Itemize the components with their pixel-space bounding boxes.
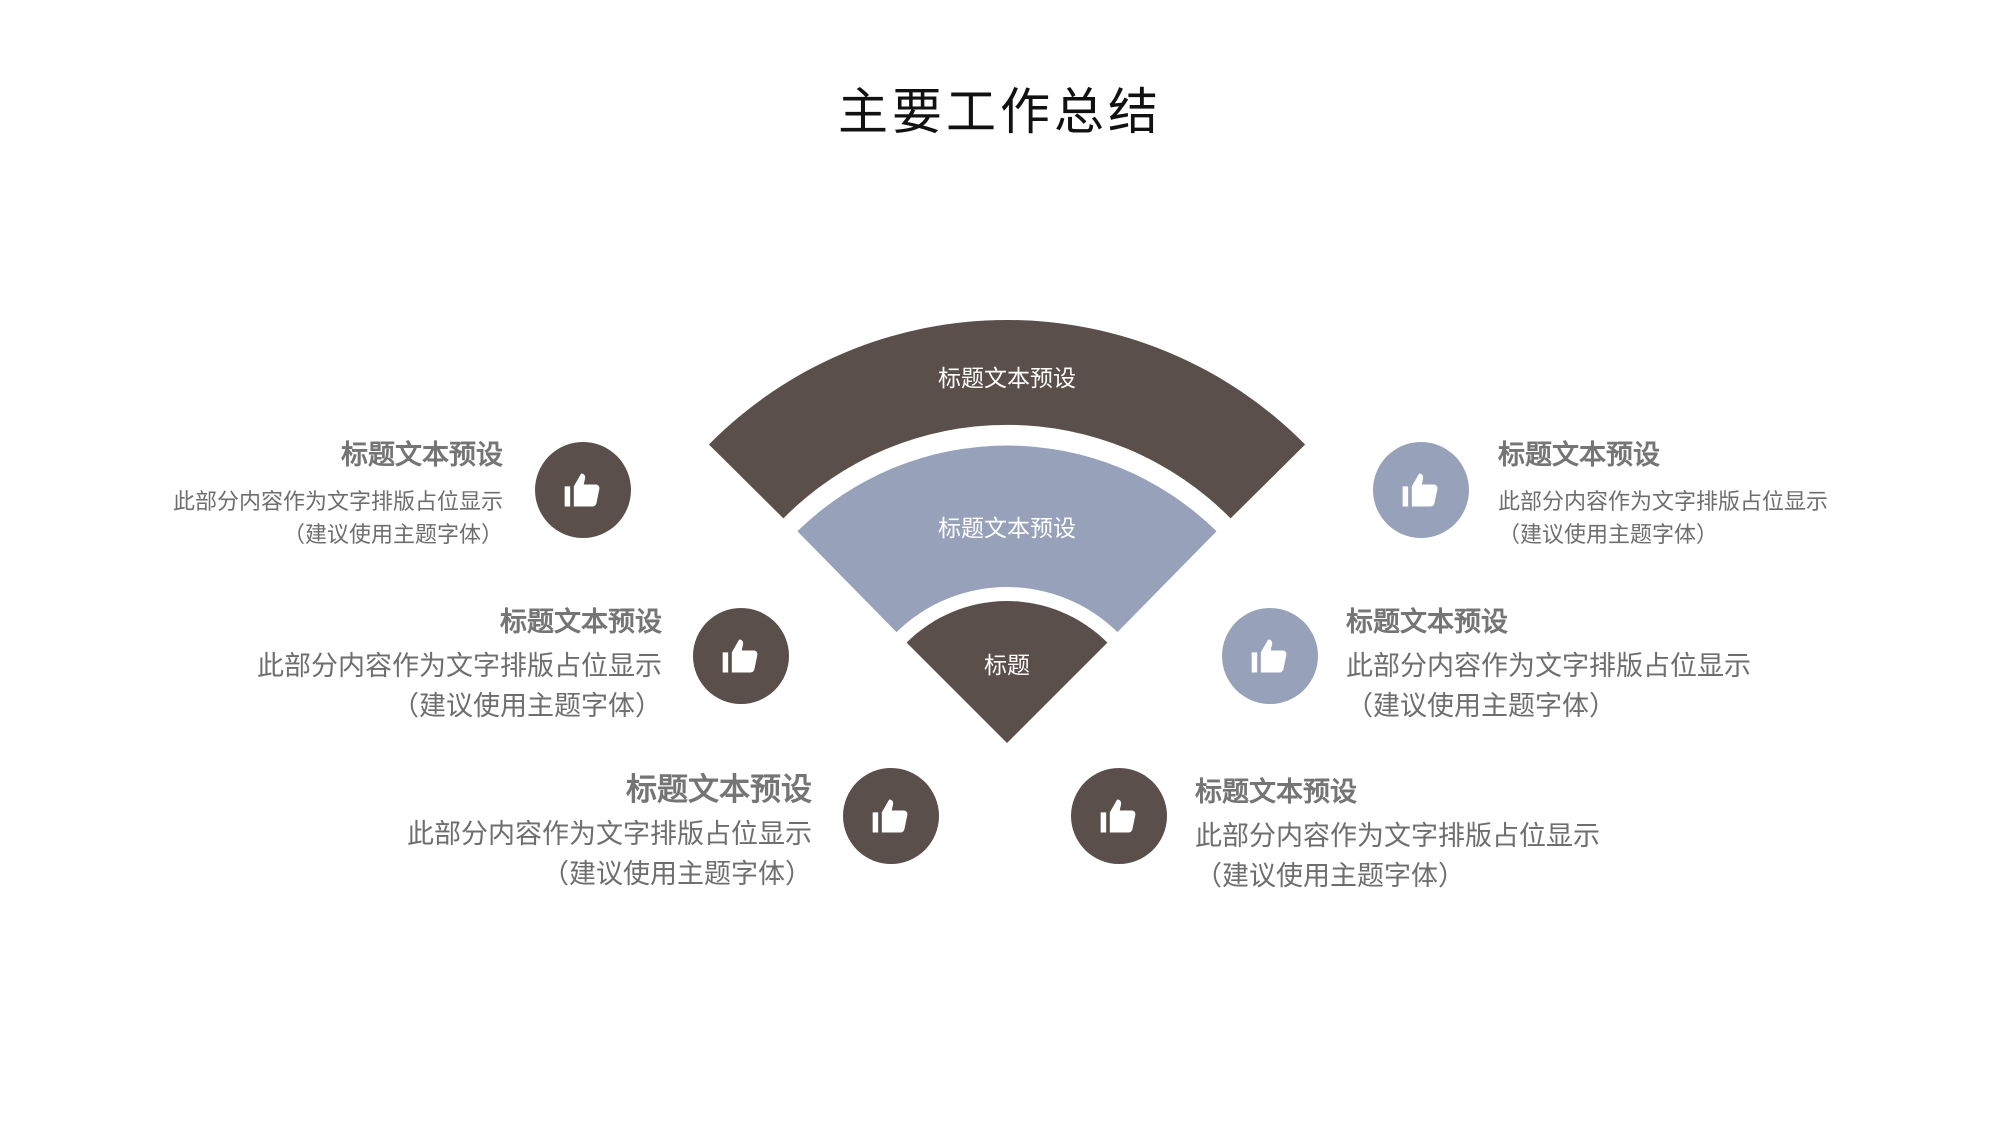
fan-middle-label: 标题文本预设 <box>938 516 1076 542</box>
item-heading: 标题文本预设 <box>341 440 503 471</box>
item-description: 此部分内容作为文字排版占位显示 <box>257 651 662 682</box>
fan-inner-segment <box>906 601 1108 743</box>
item-note: （建议使用主题字体） <box>1498 523 1719 548</box>
item-note: （建议使用主题字体） <box>1195 861 1465 892</box>
item-note: （建议使用主题字体） <box>542 859 812 890</box>
thumbs-up-icon <box>1373 442 1469 538</box>
item-description: 此部分内容作为文字排版占位显示 <box>1498 490 1829 515</box>
item-note: （建议使用主题字体） <box>282 523 503 548</box>
fan-inner-label: 标题 <box>984 653 1030 679</box>
list-item: 标题文本预设 此部分内容作为文字排版占位显示 （建议使用主题字体） <box>1346 600 1751 727</box>
thumbs-up-icon <box>535 442 631 538</box>
item-heading: 标题文本预设 <box>500 607 662 638</box>
fan-outer-segment <box>708 319 1306 519</box>
list-item: 标题文本预设 此部分内容作为文字排版占位显示 （建议使用主题字体） <box>1195 770 1600 897</box>
item-heading: 标题文本预设 <box>626 772 812 808</box>
item-description: 此部分内容作为文字排版占位显示 <box>172 490 503 515</box>
list-item: 标题文本预设 此部分内容作为文字排版占位显示 （建议使用主题字体） <box>257 600 662 727</box>
fan-outer-label: 标题文本预设 <box>938 366 1076 392</box>
item-heading: 标题文本预设 <box>1346 607 1508 638</box>
list-item: 标题文本预设 此部分内容作为文字排版占位显示 （建议使用主题字体） <box>173 433 503 552</box>
thumbs-up-icon <box>1071 768 1167 864</box>
thumbs-up-icon <box>1222 608 1318 704</box>
fan-middle-segment <box>797 445 1217 633</box>
item-note: （建议使用主题字体） <box>1346 691 1616 722</box>
item-heading: 标题文本预设 <box>1498 440 1660 471</box>
item-description: 此部分内容作为文字排版占位显示 <box>407 819 812 850</box>
item-description: 此部分内容作为文字排版占位显示 <box>1346 651 1751 682</box>
item-description: 此部分内容作为文字排版占位显示 <box>1195 821 1600 852</box>
thumbs-up-icon <box>843 768 939 864</box>
list-item: 标题文本预设 此部分内容作为文字排版占位显示 （建议使用主题字体） <box>1498 433 1828 552</box>
item-note: （建议使用主题字体） <box>392 691 662 722</box>
thumbs-up-icon <box>693 608 789 704</box>
item-heading: 标题文本预设 <box>1195 777 1357 808</box>
list-item: 标题文本预设 此部分内容作为文字排版占位显示 （建议使用主题字体） <box>407 764 812 895</box>
page-title: 主要工作总结 <box>838 83 1162 141</box>
